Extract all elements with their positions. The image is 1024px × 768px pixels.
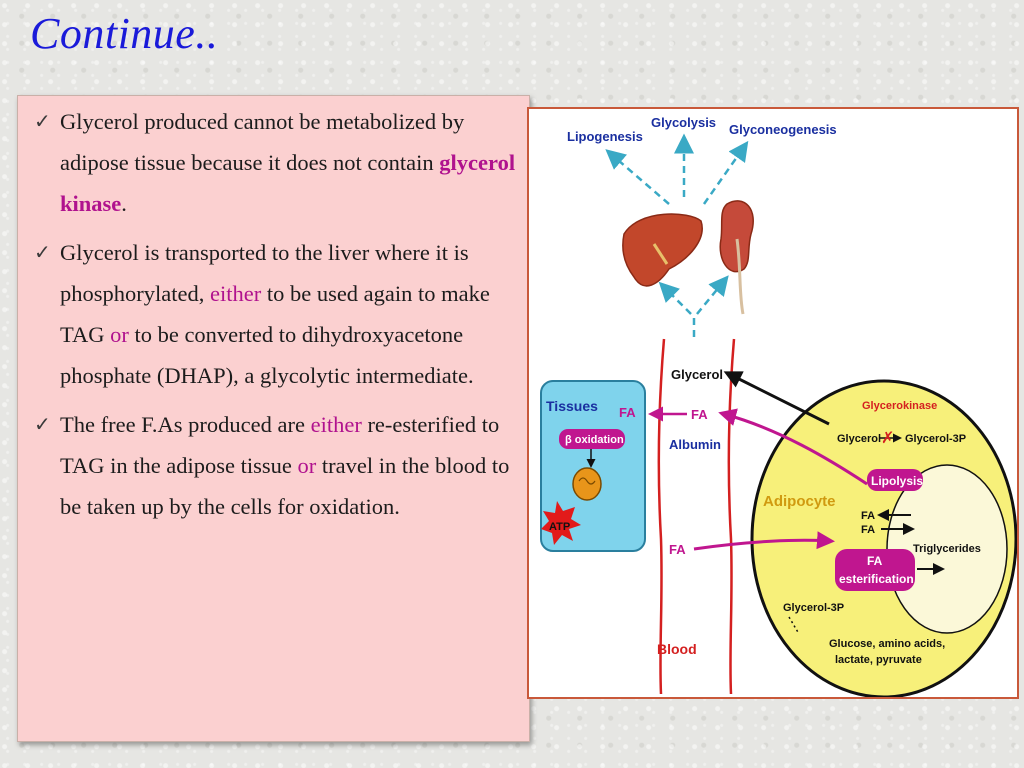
glycerol-label: Glycerol xyxy=(671,367,723,382)
kidney-icon xyxy=(719,200,754,273)
fa-release-arrow xyxy=(718,408,868,486)
fa-uptake-arrow xyxy=(693,531,835,551)
fa-reentry-label: FA xyxy=(669,542,686,557)
bullet-item-2: ✓ Glycerol is transported to the liver wh… xyxy=(26,232,521,396)
glycolysis-label: Glycolysis xyxy=(651,115,716,130)
beta-oxidation-box xyxy=(559,429,625,449)
lipolysis-box xyxy=(867,469,923,491)
gallbladder-mark xyxy=(652,243,669,265)
bullet-text: travel in the blood to be taken up by th… xyxy=(60,453,510,519)
tissues-label: Tissues xyxy=(546,398,598,414)
triglycerides-label: Triglycerides xyxy=(913,543,981,555)
bullet-text: to be used again to make TAG xyxy=(60,281,490,347)
highlight-word: either xyxy=(310,412,362,437)
gluconeogenesis-label: Glyconeogenesis xyxy=(729,122,837,137)
fa-blood-label: FA xyxy=(691,407,708,422)
bullet-item-1: ✓ Glycerol produced cannot be metabolized… xyxy=(26,101,521,224)
slide-title: Continue.. xyxy=(30,9,219,58)
bullet-text: . xyxy=(121,191,127,216)
bullet-panel: ✓ Glycerol produced cannot be metabolized… xyxy=(17,95,530,742)
beta-oxidation-label: β oxidation xyxy=(565,434,624,446)
fa-esterification-box xyxy=(835,549,915,591)
blocked-x-icon: ✗ xyxy=(881,428,894,447)
bullet-item-3: ✓ The free F.As produced are either re-es… xyxy=(26,404,521,527)
highlight-term: glycerol kinase xyxy=(60,150,516,216)
glycerol-3p-source-line xyxy=(788,616,800,635)
glycerokinase-label: Glycerokinase xyxy=(862,400,937,412)
mitochondrion-icon xyxy=(572,467,602,501)
albumin-label: Albumin xyxy=(669,437,721,452)
bullet-list: ✓ Glycerol produced cannot be metabolized… xyxy=(18,96,529,527)
bullet-text: to be converted to dihydroxyacetone phos… xyxy=(60,322,474,388)
adipocyte-label: Adipocyte xyxy=(763,493,836,510)
bullet-text: Glycerol is transported to the liver whe… xyxy=(60,240,469,306)
highlight-word: or xyxy=(110,322,129,347)
checkmark-icon: ✓ xyxy=(34,412,51,436)
ureter-mark xyxy=(735,238,745,315)
glycerol-release-arrow xyxy=(723,371,830,426)
fa-esterification-label-2: esterification xyxy=(839,572,914,586)
glycerol-3p-lower-label: Glycerol-3P xyxy=(783,602,844,614)
atp-burst-icon xyxy=(541,501,581,545)
blood-label: Blood xyxy=(657,641,697,657)
checkmark-icon: ✓ xyxy=(34,109,51,133)
fa-esterification-label-1: FA xyxy=(867,554,883,568)
vessel-wall-right xyxy=(727,338,736,695)
fa-cell-label-1: FA xyxy=(861,510,875,522)
pathway-arrows xyxy=(605,133,749,337)
glycerol-3p-label: Glycerol-3P xyxy=(905,433,966,445)
vessel-wall-left xyxy=(657,338,666,695)
lipogenesis-label: Lipogenesis xyxy=(567,129,643,144)
fa-cell-label-2: FA xyxy=(861,524,875,536)
lipolysis-diagram: Lipogenesis Glycolysis Glyconeogenesis G… xyxy=(527,107,1019,699)
bullet-text: Glycerol produced cannot be metabolized … xyxy=(60,109,465,175)
bullet-text: re-esterified to TAG in the adipose tiss… xyxy=(60,412,500,478)
checkmark-icon: ✓ xyxy=(34,240,51,264)
atp-label: ATP xyxy=(549,521,570,533)
glycerol-cell-label: Glycerol xyxy=(837,433,881,445)
diagram-canvas: Lipogenesis Glycolysis Glyconeogenesis G… xyxy=(540,115,1017,697)
highlight-word: or xyxy=(297,453,317,478)
bullet-text: The free F.As produced are xyxy=(60,412,311,437)
fa-tissue-label: FA xyxy=(619,405,636,420)
liver-icon xyxy=(622,213,703,287)
substrates-label-1: Glucose, amino acids, xyxy=(829,638,945,650)
lipolysis-label: Lipolysis xyxy=(871,474,923,488)
highlight-word: either xyxy=(209,281,262,306)
substrates-label-2: lactate, pyruvate xyxy=(835,654,922,666)
